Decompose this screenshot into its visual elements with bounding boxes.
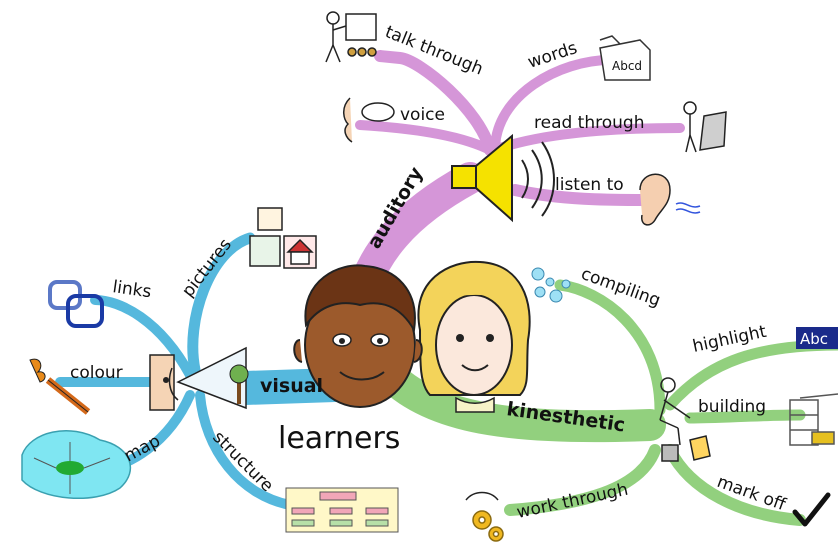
label-building: building bbox=[698, 397, 766, 417]
highlight-tag-text: Abc bbox=[800, 330, 828, 348]
scaffold-icon bbox=[789, 393, 838, 446]
bubbles-icon bbox=[531, 267, 571, 303]
highlight-tag-icon: Abc bbox=[796, 327, 838, 349]
presenter-icon bbox=[325, 11, 377, 63]
structure-chart-icon bbox=[285, 487, 399, 533]
reader-icon bbox=[683, 101, 727, 153]
label-listen-to: listen to bbox=[555, 175, 624, 195]
gears-icon bbox=[465, 491, 504, 542]
pictures-icon bbox=[249, 207, 317, 269]
words-card-icon: Abcd bbox=[599, 35, 651, 81]
pencil-icon bbox=[29, 358, 91, 415]
label-compiling: compiling bbox=[578, 264, 663, 311]
words-card-text: Abcd bbox=[612, 59, 642, 73]
boy-face-icon bbox=[293, 264, 423, 408]
label-voice: voice bbox=[400, 105, 445, 125]
chain-links-icon bbox=[48, 280, 104, 328]
eye-icon bbox=[149, 354, 179, 411]
visual-label: visual bbox=[260, 375, 323, 397]
center-title: learners bbox=[278, 421, 400, 456]
label-colour: colour bbox=[70, 363, 123, 383]
worker-icon bbox=[659, 377, 711, 462]
label-work-through: work through bbox=[515, 480, 630, 523]
speaker-icon bbox=[451, 133, 555, 223]
mouth-icon bbox=[343, 97, 395, 143]
tree-icon bbox=[229, 364, 249, 404]
ear-icon bbox=[639, 173, 701, 226]
checkmark-icon bbox=[792, 492, 831, 527]
label-links: links bbox=[111, 277, 152, 302]
girl-face-icon bbox=[417, 260, 531, 413]
label-read-through: read through bbox=[534, 113, 644, 133]
map-icon bbox=[21, 430, 131, 499]
